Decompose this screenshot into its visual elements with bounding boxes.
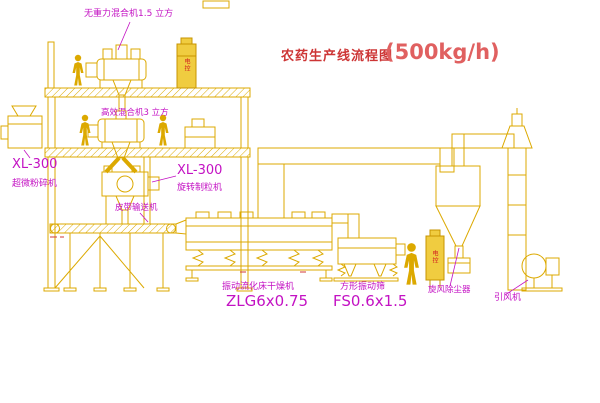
label-gravity-free-mixer: 无重力混合机1.5 立方 xyxy=(84,9,174,19)
induced-draft-fan xyxy=(521,253,563,292)
person-figure xyxy=(157,114,169,146)
fluid-bed-dryer xyxy=(175,211,333,282)
label-cyclone: 旋风除尘器 xyxy=(428,285,471,295)
control-cabinet-upper xyxy=(176,37,197,89)
pulverizer xyxy=(0,105,43,149)
label-screen-model: FS0.6x1.5 xyxy=(333,292,408,310)
label-cabinet-upper: 电控 xyxy=(183,58,190,72)
label-cabinet-lower: 电控 xyxy=(431,250,438,264)
vibrating-screen xyxy=(331,213,406,282)
label-xl300-left-name: 超微粉碎机 xyxy=(12,179,58,189)
person-figure xyxy=(79,114,91,146)
dimension-ticks xyxy=(50,236,306,273)
floor2-machine xyxy=(184,118,216,149)
label-xl300-left-model: XL-300 xyxy=(12,157,58,172)
gravity-free-mixer xyxy=(85,44,147,112)
person-figure xyxy=(404,243,419,285)
roof-detail xyxy=(202,0,230,9)
belt-conveyor xyxy=(49,223,177,234)
exhaust-stack xyxy=(501,108,533,291)
cyclone-dust-collector xyxy=(435,133,515,274)
drawing-title: 农药生产线流程图 xyxy=(281,49,394,64)
control-cabinet-lower xyxy=(425,229,445,288)
person-figure xyxy=(72,54,84,86)
rotary-granulator xyxy=(101,165,160,225)
high-efficiency-mixer xyxy=(87,110,145,174)
label-screen-name: 方形振动筛 xyxy=(340,282,386,292)
label-belt-conveyor: 皮带输送机 xyxy=(115,203,158,213)
drawing-title-capacity: (500kg/h) xyxy=(385,40,500,64)
label-dryer-model: ZLG6x0.75 xyxy=(226,292,309,310)
exhaust-duct xyxy=(257,147,455,219)
label-xl300-center-name: 旋转制粒机 xyxy=(177,183,223,193)
leader-lines xyxy=(23,21,529,296)
label-high-efficiency-mixer: 高效混合机3 立方 xyxy=(101,108,169,118)
label-xl300-center-model: XL-300 xyxy=(177,163,223,178)
label-fan: 引风机 xyxy=(494,293,522,303)
label-dryer-name: 振动流化床干燥机 xyxy=(222,282,295,292)
